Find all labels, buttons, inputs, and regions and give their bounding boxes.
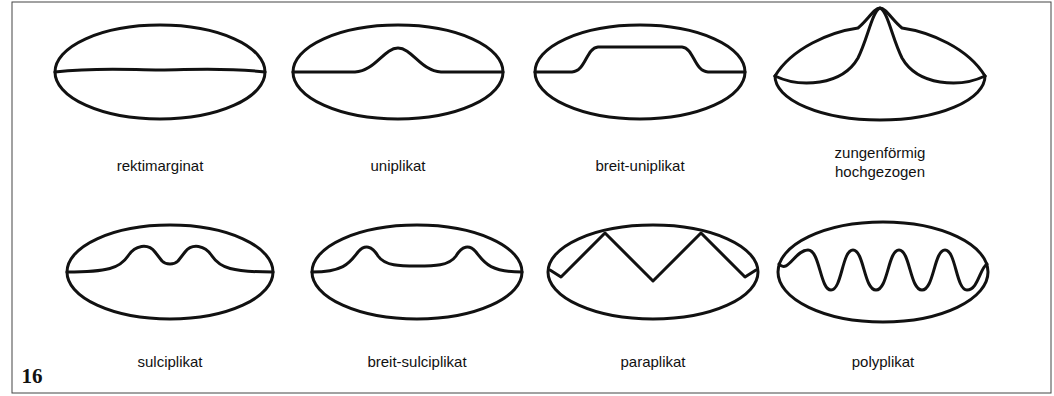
- shell-outline: [293, 25, 503, 119]
- commissure-line: [550, 233, 756, 281]
- shell-outline: [67, 225, 273, 319]
- shape-label: polyplikat: [852, 352, 915, 371]
- shell-outline: [312, 225, 522, 319]
- shell-outline: [548, 225, 758, 319]
- shell-outline: [778, 222, 988, 322]
- commissure-line: [535, 47, 745, 72]
- commissure-line: [67, 246, 273, 272]
- shell-outline: [55, 25, 265, 119]
- shape-label: zungenförmig hochgezogen: [815, 143, 945, 181]
- shape-label: breit-sulciplikat: [367, 352, 466, 371]
- shape-label: rektimarginat: [117, 156, 204, 175]
- shape-label: uniplikat: [370, 156, 425, 175]
- shape-label: sulciplikat: [137, 352, 202, 371]
- commissure-line: [775, 8, 985, 83]
- shape-label: paraplikat: [620, 352, 685, 371]
- figure-frame: [12, 2, 1051, 393]
- commissure-line: [312, 247, 522, 272]
- shell-outline: [535, 25, 745, 119]
- commissure-line: [779, 250, 987, 290]
- shape-label: breit-uniplikat: [595, 156, 684, 175]
- commissure-line: [293, 48, 503, 72]
- shell-outline: [775, 8, 985, 76]
- figure-number: 16: [22, 367, 43, 386]
- commissure-line: [55, 69, 265, 72]
